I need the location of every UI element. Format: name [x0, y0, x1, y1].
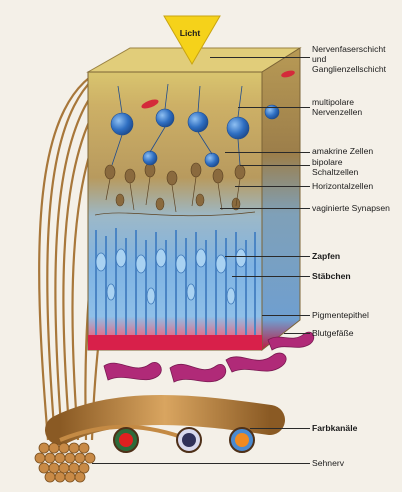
- leader-farbkanaele: [250, 428, 310, 429]
- leader-sehnerv: [92, 463, 310, 464]
- optic-tubes: [60, 410, 270, 452]
- label-pigment: Pigmentepithel: [312, 310, 369, 320]
- leader-pigment: [262, 315, 310, 316]
- label-nervenzellen: Nervenzellen: [312, 107, 362, 117]
- pigment-band: [88, 335, 262, 350]
- leader-amakrine: [225, 152, 310, 153]
- leader-nervenfaser: [210, 57, 310, 58]
- leader-zapfen: [225, 256, 310, 257]
- leader-blut: [284, 333, 310, 334]
- label-und: und: [312, 54, 326, 64]
- leader-horizontal: [235, 186, 310, 187]
- label-staebchen: Stäbchen: [312, 271, 351, 281]
- light-label: Licht: [170, 28, 210, 38]
- label-ganglien: Ganglienzellschicht: [312, 64, 386, 74]
- label-synapsen: vaginierte Synapsen: [312, 203, 390, 213]
- label-horizontal: Horizontalzellen: [312, 181, 373, 191]
- block-side-face: [262, 48, 300, 350]
- label-amakrine: amakrine Zellen: [312, 146, 373, 156]
- label-schaltzellen: Schaltzellen: [312, 167, 358, 177]
- label-nervenfaser: Nervenfaserschicht: [312, 44, 386, 54]
- label-bipolare: bipolare: [312, 157, 343, 167]
- leader-multipolare: [238, 107, 310, 108]
- label-farbkanaele: Farbkanäle: [312, 423, 357, 433]
- label-multipolare: multipolare: [312, 97, 354, 107]
- leader-synapsen: [220, 208, 310, 209]
- leader-staebchen: [232, 276, 310, 277]
- label-zapfen: Zapfen: [312, 251, 340, 261]
- leader-bipolare: [240, 165, 310, 166]
- optic-nerve-bundle: [35, 443, 95, 482]
- label-blut: Blutgefäße: [312, 328, 354, 338]
- label-sehnerv: Sehnerv: [312, 458, 344, 468]
